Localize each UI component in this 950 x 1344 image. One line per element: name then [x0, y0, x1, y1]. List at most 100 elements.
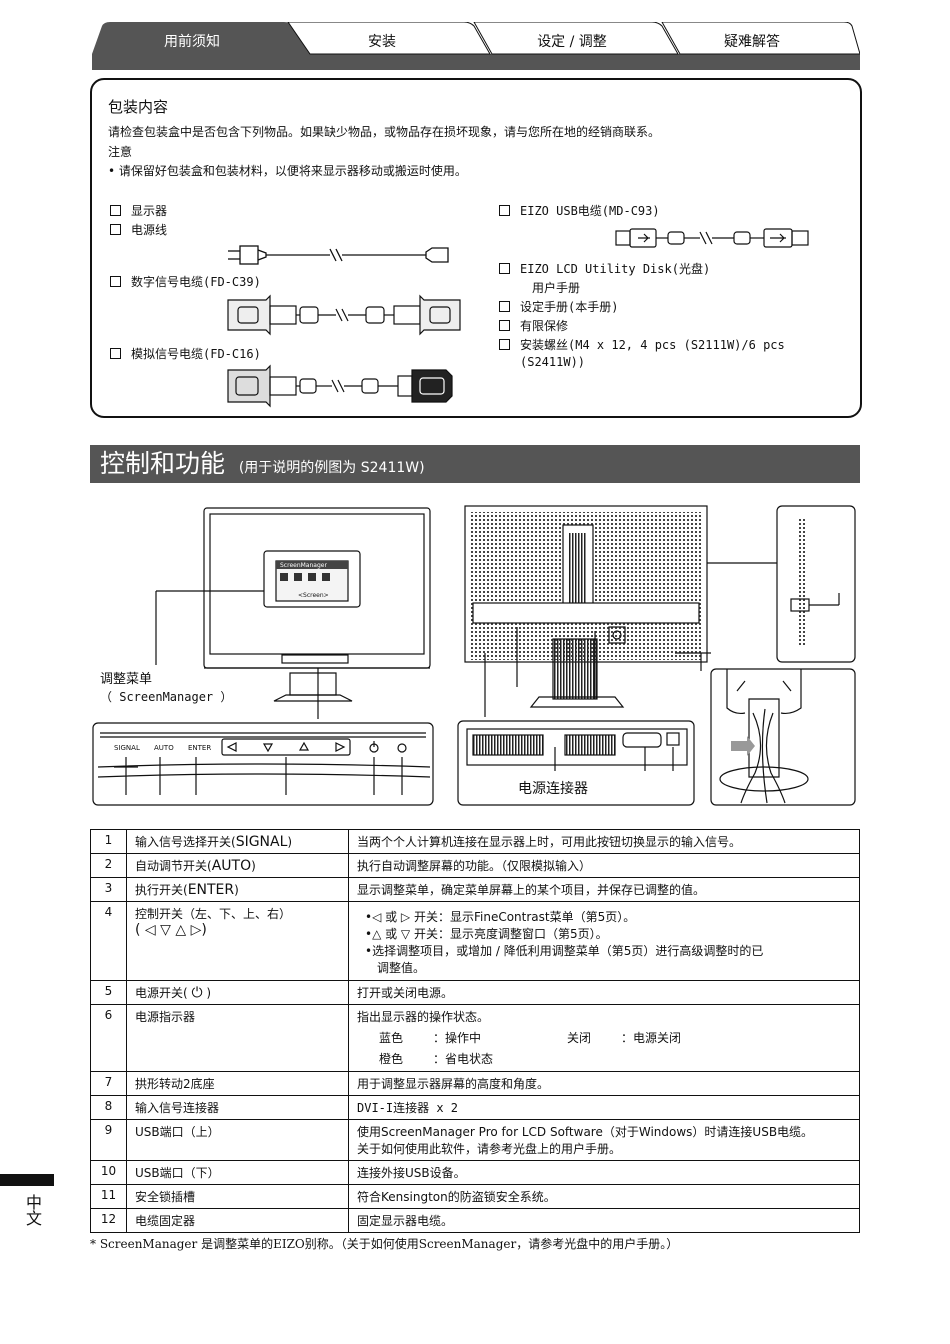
row-number: 6	[90, 1004, 127, 1072]
item-label: 有限保修	[520, 319, 569, 333]
checkbox-icon	[499, 205, 510, 216]
controls-table: 1 输入信号选择开关(SIGNAL) 当两个个人计算机连接在显示器上时，可用此按…	[90, 829, 860, 1233]
power-icon: ⏻	[191, 985, 203, 1001]
table-row: 5 电源开关( ⏻ ) 打开或关闭电源。	[90, 980, 860, 1005]
checkbox-icon	[110, 276, 121, 287]
row-number: 2	[90, 853, 127, 878]
row-name: 执行开关(ENTER)	[126, 877, 349, 902]
item-warranty: 有限保修	[499, 317, 568, 334]
item-label: 设定手册(本手册)	[520, 300, 619, 314]
row-name: USB端口（上）	[126, 1119, 349, 1161]
usb-cable-icon	[615, 228, 809, 248]
checkbox-icon	[110, 224, 121, 235]
power-cord-icon	[228, 245, 449, 265]
row-name: 拱形转动2底座	[126, 1071, 349, 1096]
item-user-manual: 用户手册	[532, 281, 581, 295]
row-name: 电源指示器	[126, 1004, 349, 1072]
nav-tabs: 用前须知 安装 设定 / 调整 疑难解答	[92, 22, 860, 70]
item-power-cord: 电源线	[110, 221, 167, 238]
row-name: 电源开关( ⏻ )	[126, 980, 349, 1005]
row-number: 7	[90, 1071, 127, 1096]
row-number: 10	[90, 1160, 127, 1185]
monitor-front-diagram: ScreenManager <Screen>	[92, 507, 434, 806]
item-label: EIZO USB电缆(MD-C93)	[520, 204, 660, 218]
digital-cable-icon	[227, 294, 461, 336]
row-name: 输入信号连接器	[126, 1095, 349, 1120]
table-row: 7 拱形转动2底座 用于调整显示器屏幕的高度和角度。	[90, 1071, 860, 1096]
table-row: 4 控制开关（左、下、上、右）( ◁ ▽ △ ▷) •◁ 或 ▷ 开关：显示Fi…	[90, 901, 860, 981]
signal-button-label: SIGNAL	[114, 744, 140, 752]
table-row: 11 安全锁插槽 符合Kensington的防盗锁安全系统。	[90, 1184, 860, 1209]
monitor-rear-diagram	[457, 505, 856, 806]
power-connector-label: 电源连接器	[518, 781, 588, 797]
row-name: USB端口（下）	[126, 1160, 349, 1185]
row-name: 输入信号选择开关(SIGNAL)	[126, 829, 349, 854]
note-text: • 请保留好包装盒和包装材料，以便将来显示器移动或搬运时使用。	[108, 164, 467, 178]
tab-shapes	[92, 22, 860, 70]
row-number: 8	[90, 1095, 127, 1120]
checkbox-icon	[499, 263, 510, 274]
package-contents-box: 包装内容 请检查包装盒中是否包含下列物品。如果缺少物品，或物品存在损坏现象，请与…	[90, 78, 862, 418]
item-analog-cable: 模拟信号电缆(FD-C16)	[110, 345, 261, 362]
table-row: 8 输入信号连接器 DVI-I连接器 x 2	[90, 1095, 860, 1120]
package-intro: 请检查包装盒中是否包含下列物品。如果缺少物品，或物品存在损坏现象，请与您所在地的…	[108, 125, 661, 139]
footnote: * ScreenManager 是调整菜单的EIZO别称。（关于如何使用Scre…	[90, 1237, 679, 1251]
row-name: 电缆固定器	[126, 1208, 349, 1233]
row-desc: 使用ScreenManager Pro for LCD Software（对于W…	[348, 1119, 860, 1161]
table-row: 10 USB端口（下） 连接外接USB设备。	[90, 1160, 860, 1185]
table-row: 3 执行开关(ENTER) 显示调整菜单，确定菜单屏幕上的某个项目，并保存已调整…	[90, 877, 860, 902]
row-number: 11	[90, 1184, 127, 1209]
row-number: 4	[90, 901, 127, 981]
row-number: 1	[90, 829, 127, 854]
arrow-keys-icon: ( ◁ ▽ △ ▷)	[135, 922, 207, 938]
item-label: 显示器	[131, 204, 168, 218]
osd-title: ScreenManager	[280, 562, 327, 569]
row-name: 自动调节开关(AUTO)	[126, 853, 349, 878]
row-number: 3	[90, 877, 127, 902]
language-label: 中文	[23, 1194, 42, 1226]
item-usb-cable: EIZO USB电缆(MD-C93)	[499, 202, 660, 219]
tab-installation[interactable]: 安装	[368, 34, 396, 50]
row-number: 5	[90, 980, 127, 1005]
row-desc: 执行自动调整屏幕的功能。（仅限模拟输入）	[348, 853, 860, 878]
row-desc: 当两个个人计算机连接在显示器上时，可用此按钮切换显示的输入信号。	[348, 829, 860, 854]
checkbox-icon	[499, 301, 510, 312]
item-label: 安装螺丝(M4 x 12, 4 pcs (S2111W)/6 pcs	[520, 338, 785, 352]
item-label: 电源线	[131, 223, 168, 237]
enter-button-label: ENTER	[188, 744, 212, 752]
osd-item: <Screen>	[298, 592, 329, 599]
menu-label: 调整菜单	[100, 672, 153, 687]
checkbox-icon	[110, 205, 121, 216]
row-desc: 指出显示器的操作状态。 蓝色 ：操作中 关闭 ：电源关闭 橙色 ：省电状态	[348, 1004, 860, 1072]
item-monitor: 显示器	[110, 202, 167, 219]
item-label: EIZO LCD Utility Disk(光盘)	[520, 262, 711, 276]
row-desc: DVI-I连接器 x 2	[348, 1095, 860, 1120]
table-row: 6 电源指示器 指出显示器的操作状态。 蓝色 ：操作中 关闭 ：电源关闭 橙色 …	[90, 1004, 860, 1072]
checkbox-icon	[499, 339, 510, 350]
tab-troubleshooting[interactable]: 疑难解答	[724, 34, 780, 50]
arrow-icon	[731, 736, 755, 756]
note-heading: 注意	[108, 145, 133, 159]
item-screws: 安装螺丝(M4 x 12, 4 pcs (S2111W)/6 pcs	[499, 336, 785, 353]
auto-button-label: AUTO	[154, 744, 174, 752]
table-row: 9 USB端口（上） 使用ScreenManager Pro for LCD S…	[90, 1119, 860, 1161]
item-label: 模拟信号电缆(FD-C16)	[131, 347, 261, 361]
row-desc: 固定显示器电缆。	[348, 1208, 860, 1233]
item-setup-guide: 设定手册(本手册)	[499, 298, 618, 315]
row-desc: 显示调整菜单，确定菜单屏幕上的某个项目，并保存已调整的值。	[348, 877, 860, 902]
analog-cable-icon	[227, 364, 453, 408]
row-desc: 打开或关闭电源。	[348, 980, 860, 1005]
tab-settings[interactable]: 设定 / 调整	[537, 34, 607, 50]
row-name: 控制开关（左、下、上、右）( ◁ ▽ △ ▷)	[126, 901, 349, 981]
item-label: 数字信号电缆(FD-C39)	[131, 275, 261, 289]
section-subtitle: (用于说明的例图为 S2411W)	[238, 460, 425, 476]
row-number: 9	[90, 1119, 127, 1161]
tab-before-use[interactable]: 用前须知	[164, 34, 220, 50]
row-number: 12	[90, 1208, 127, 1233]
section-title: 控制和功能	[100, 449, 226, 478]
table-row: 1 输入信号选择开关(SIGNAL) 当两个个人计算机连接在显示器上时，可用此按…	[90, 829, 860, 854]
row-desc: 用于调整显示器屏幕的高度和角度。	[348, 1071, 860, 1096]
item-utility-disk: EIZO LCD Utility Disk(光盘)	[499, 260, 710, 277]
checkbox-icon	[499, 320, 510, 331]
row-desc: •◁ 或 ▷ 开关：显示FineContrast菜单（第5页）。 •△ 或 ▽ …	[348, 901, 860, 981]
